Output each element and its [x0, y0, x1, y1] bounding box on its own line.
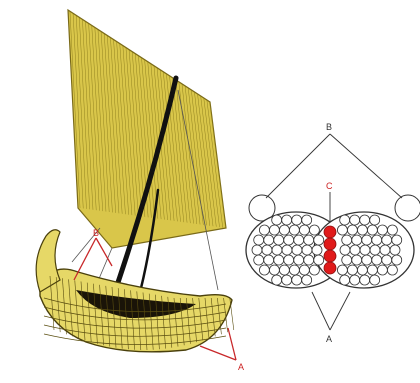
reed-stalk	[282, 215, 292, 225]
section-label-c: C	[326, 181, 333, 191]
section-label-a: A	[326, 334, 332, 344]
reed-stalk	[370, 275, 380, 285]
reed-stalk	[380, 245, 390, 255]
reed-stalk	[259, 265, 269, 275]
reed-stalk	[289, 265, 299, 275]
reed-stalk	[367, 225, 377, 235]
reed-stalk	[337, 225, 347, 235]
reed-stalk	[274, 255, 284, 265]
reed-stalk	[302, 215, 312, 225]
reed-stalk	[357, 225, 367, 235]
reed-stalk	[299, 225, 309, 235]
reed-stalk	[362, 255, 372, 265]
pointer-b-left	[266, 134, 330, 198]
reed-stalk	[299, 265, 309, 275]
reed-stalk	[340, 245, 350, 255]
reed-stalk	[342, 255, 352, 265]
reed-stalk	[264, 235, 274, 245]
reed-stalk	[282, 275, 292, 285]
reed-stalk	[304, 255, 314, 265]
pointer-a-left	[200, 346, 236, 360]
reed-stalk	[292, 275, 302, 285]
reed-stalk	[340, 275, 350, 285]
reed-stalk	[269, 225, 279, 235]
reed-stalk	[272, 275, 282, 285]
reed-stalk	[337, 265, 347, 275]
section-label-b: B	[326, 122, 332, 132]
reed-stalk	[377, 265, 387, 275]
reed-stalk	[254, 235, 264, 245]
reed-stalk	[292, 215, 302, 225]
reed-stalk	[309, 265, 319, 275]
reed-stalk	[362, 235, 372, 245]
reed-stalk	[279, 225, 289, 235]
pointer-a-right	[330, 292, 350, 330]
pointer-a-left	[312, 292, 330, 330]
reed-stalk	[284, 235, 294, 245]
reed-stalk	[304, 235, 314, 245]
reed-stalk	[292, 245, 302, 255]
reed-stalk	[282, 245, 292, 255]
reed-stalk	[312, 245, 322, 255]
reed-stalk	[264, 255, 274, 265]
reed-stalk	[309, 225, 319, 235]
reed-stalk	[269, 265, 279, 275]
reed-stalk	[352, 255, 362, 265]
reed-stalk	[302, 275, 312, 285]
reed-stalk	[387, 225, 397, 235]
reed-stalk	[272, 215, 282, 225]
reed-stalk	[279, 265, 289, 275]
reed-stalk	[314, 235, 324, 245]
reed-stalk	[372, 235, 382, 245]
reed-stalk	[289, 225, 299, 235]
reed-hull	[36, 230, 234, 352]
reed-stalk	[387, 265, 397, 275]
reed-stalk	[314, 255, 324, 265]
reed-stalk	[302, 245, 312, 255]
reed-stalk	[350, 275, 360, 285]
reed-stalk	[392, 255, 402, 265]
core-reed	[324, 238, 336, 250]
core-reed	[324, 226, 336, 238]
pointer-b-right	[330, 134, 402, 198]
reed-stalk	[294, 235, 304, 245]
reed-stalk	[382, 235, 392, 245]
reed-stalk	[347, 265, 357, 275]
reed-stalk	[382, 255, 392, 265]
reed-stalk	[272, 245, 282, 255]
reed-stalk	[259, 225, 269, 235]
reed-stalk	[262, 245, 272, 255]
reed-stalk	[377, 225, 387, 235]
reed-stalk	[352, 235, 362, 245]
reed-stalk	[392, 235, 402, 245]
core-reed	[324, 262, 336, 274]
reed-stalk	[274, 235, 284, 245]
reed-stalk	[284, 255, 294, 265]
boat-label-a: A	[238, 362, 244, 372]
reed-stalk	[360, 275, 370, 285]
reed-stalk	[350, 245, 360, 255]
reed-stalk	[350, 215, 360, 225]
pointer-a-right	[228, 328, 236, 360]
reed-stalk	[254, 255, 264, 265]
reed-stalk	[370, 215, 380, 225]
reed-stalk	[367, 265, 377, 275]
reed-stalk	[347, 225, 357, 235]
reed-stalk	[360, 245, 370, 255]
reed-stalk	[372, 255, 382, 265]
reed-stalk	[342, 235, 352, 245]
reed-stalk	[357, 265, 367, 275]
reed-stalk	[252, 245, 262, 255]
boat-label-b: B	[93, 228, 99, 238]
reed-stalk	[390, 245, 400, 255]
reed-stalk	[340, 215, 350, 225]
core-reed	[324, 250, 336, 262]
reed-stalk	[360, 215, 370, 225]
reed-stalk	[370, 245, 380, 255]
reed-stalk	[294, 255, 304, 265]
outer-float-right	[395, 195, 420, 221]
cross-section	[246, 195, 420, 288]
